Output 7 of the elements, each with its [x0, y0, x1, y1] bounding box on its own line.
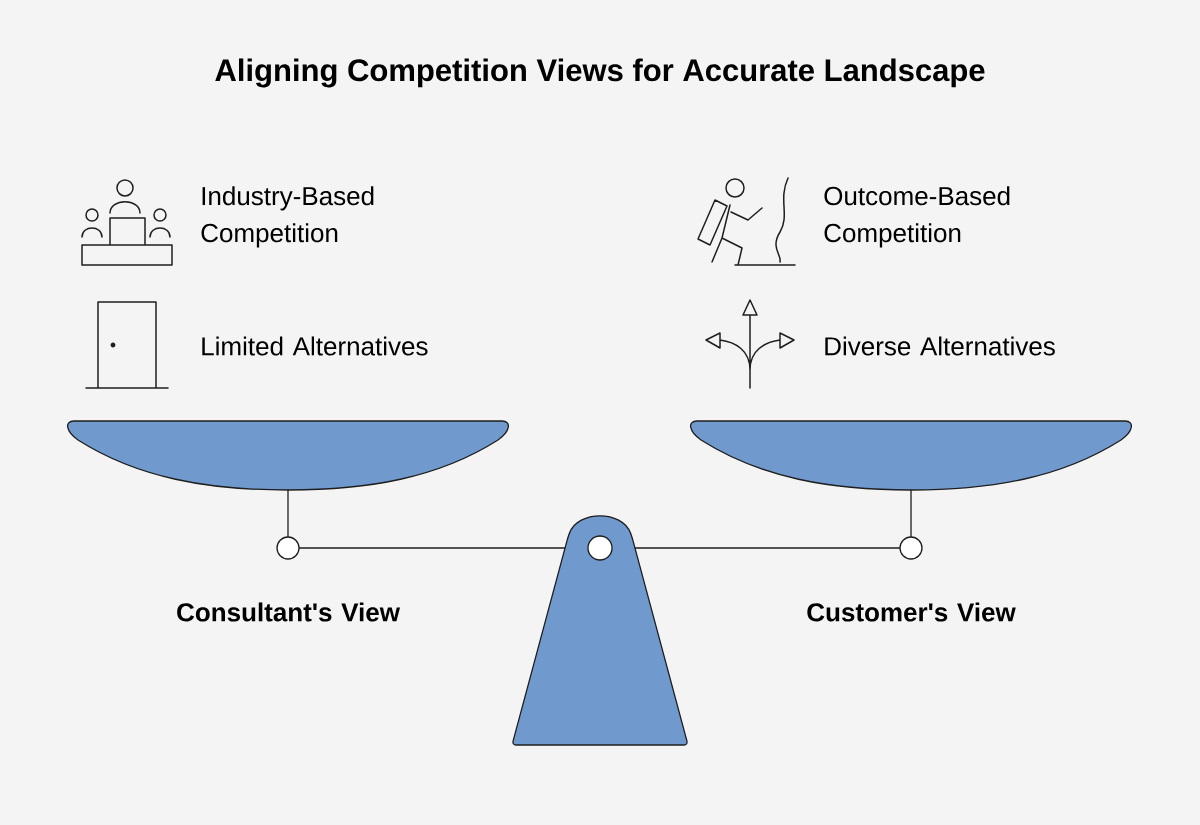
title: Aligning Competition Views for Accurate Landscape: [215, 58, 985, 88]
view-label: Customer's View: [807, 602, 1016, 622]
item-label: Diverse Alternatives: [825, 336, 1055, 356]
item-label: Limited Alternatives: [202, 336, 428, 356]
view-label: Consultant's View: [177, 602, 400, 622]
item-label: Industry-Based Competition: [201, 186, 374, 248]
item-label: Outcome-Based Competition: [824, 186, 1010, 248]
